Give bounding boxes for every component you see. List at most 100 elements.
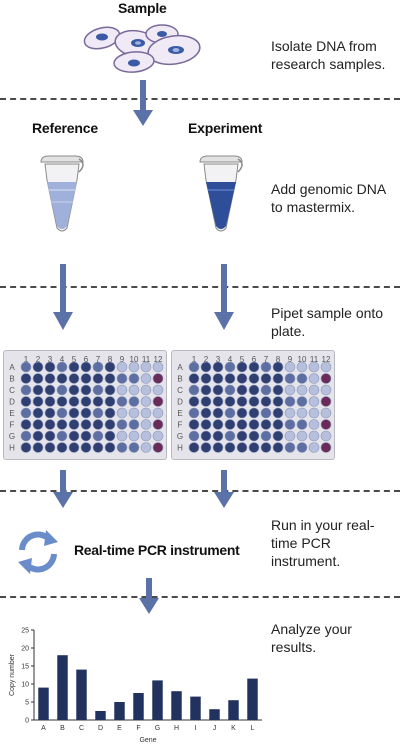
plate-well	[128, 442, 140, 453]
x-tick-label: L	[251, 725, 255, 732]
y-tick-label: 5	[25, 700, 29, 707]
plate-well	[56, 430, 68, 442]
plate-well	[104, 419, 116, 430]
plate-well	[56, 442, 68, 453]
plate-well	[20, 396, 32, 407]
plate-well	[68, 373, 80, 384]
step-pipet-sample: Pipet sample onto plate.	[271, 305, 384, 339]
plate-well	[308, 396, 320, 407]
step-analyze-results: Analyze your results.	[271, 621, 352, 655]
plate-column-label: 10	[298, 355, 307, 364]
plate-column-label: 2	[36, 355, 41, 364]
plate-row-label: A	[177, 363, 183, 372]
plate-well	[68, 396, 80, 407]
plate-well	[284, 361, 296, 373]
plate-well	[92, 361, 104, 373]
plate-row-label: D	[9, 398, 15, 407]
plate-well	[224, 430, 236, 442]
plate-well	[152, 384, 164, 396]
plate-well	[128, 373, 140, 384]
plate-well	[200, 442, 212, 453]
refresh-cycle-icon	[18, 530, 58, 574]
plate-well	[68, 361, 80, 373]
plate-well	[212, 361, 224, 373]
plate-well	[308, 430, 320, 442]
plate-well	[80, 442, 92, 453]
pcr-instrument-label: Real-time PCR instrument	[74, 542, 240, 558]
plate-well	[128, 396, 140, 407]
plate-well	[32, 384, 44, 396]
plate-well	[56, 419, 68, 430]
reference-tube-icon	[40, 155, 84, 232]
plate-well	[260, 396, 272, 407]
plate-well	[236, 430, 248, 442]
plate-well	[20, 419, 32, 430]
plate-well	[248, 384, 260, 396]
plate-row-label: E	[177, 409, 182, 418]
plate-well	[320, 419, 332, 430]
plate-well	[80, 361, 92, 373]
plate-well	[200, 396, 212, 407]
plate-well	[188, 361, 200, 373]
chart-bar	[190, 696, 201, 720]
step-isolate-dna: Isolate DNA from research samples.	[271, 38, 386, 72]
plate-well	[188, 442, 200, 453]
plate-well	[32, 430, 44, 442]
plate-column-label: 6	[84, 355, 89, 364]
plate-well	[200, 419, 212, 430]
plate-well	[260, 373, 272, 384]
plate-well	[296, 407, 308, 419]
plate-well	[248, 373, 260, 384]
x-tick-label: E	[117, 725, 122, 732]
plate-well	[80, 373, 92, 384]
experiment-header: Experiment	[188, 120, 263, 136]
plate-well	[248, 361, 260, 373]
plate-well	[296, 361, 308, 373]
plate-well	[44, 396, 56, 407]
plate-well	[236, 373, 248, 384]
plate-column-label: 6	[252, 355, 257, 364]
plate-row-label: B	[9, 375, 14, 384]
plate-row-label: C	[9, 386, 15, 395]
x-tick-label: F	[136, 725, 140, 732]
plate-well	[104, 442, 116, 453]
plate-well	[116, 384, 128, 396]
plate-well	[308, 442, 320, 453]
plate-well	[80, 419, 92, 430]
plate-well	[236, 384, 248, 396]
plate-well	[104, 407, 116, 419]
chart-bar	[76, 669, 87, 720]
plate-well	[20, 430, 32, 442]
plate-well	[212, 407, 224, 419]
section-divider	[0, 98, 400, 100]
plate-column-label: 1	[24, 355, 29, 364]
plate-well	[152, 442, 164, 453]
plate-well	[212, 442, 224, 453]
chart-bar	[133, 693, 144, 720]
plate-well	[140, 430, 152, 442]
plate-well	[80, 407, 92, 419]
plate-well	[152, 430, 164, 442]
plate-well	[212, 373, 224, 384]
plate-well	[188, 407, 200, 419]
chart-bar	[152, 680, 163, 720]
plate-well	[188, 373, 200, 384]
step-add-genomic-dna: Add genomic DNA to mastermix.	[271, 181, 386, 215]
plate-well	[44, 407, 56, 419]
plate-well	[272, 361, 284, 373]
plate-well	[188, 396, 200, 407]
plate-column-label: 3	[216, 355, 221, 364]
plate-well	[92, 407, 104, 419]
x-tick-label: C	[79, 725, 84, 732]
plate-well	[320, 373, 332, 384]
plate-well	[320, 384, 332, 396]
plate-well	[104, 373, 116, 384]
plate-well	[236, 442, 248, 453]
plate-well	[104, 396, 116, 407]
plate-well	[116, 361, 128, 373]
plate-well	[152, 419, 164, 430]
down-arrow-icon	[53, 470, 73, 508]
plate-well	[248, 430, 260, 442]
